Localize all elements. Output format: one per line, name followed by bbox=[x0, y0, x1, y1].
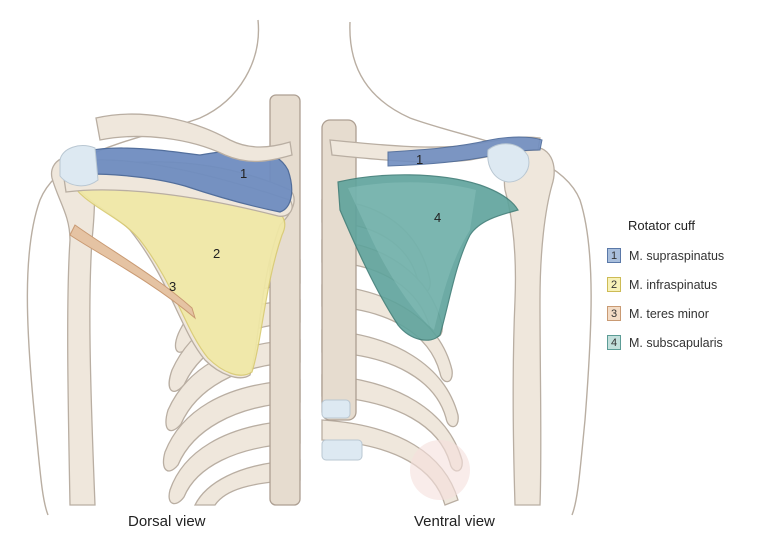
dorsal-teres-minor bbox=[69, 224, 196, 320]
ventral-view-skeleton bbox=[321, 119, 555, 506]
marker-dorsal-3: 3 bbox=[169, 279, 176, 294]
legend-item-supraspinatus: 1 M. supraspinatus bbox=[607, 241, 724, 270]
legend-title: Rotator cuff bbox=[628, 218, 695, 233]
body-outline bbox=[26, 19, 592, 516]
legend: Rotator cuff 1 M. supraspinatus 2 M. inf… bbox=[607, 218, 724, 357]
ventral-view-label: Ventral view bbox=[414, 513, 495, 530]
legend-label: M. supraspinatus bbox=[629, 248, 725, 263]
legend-item-subscapularis: 4 M. subscapularis bbox=[607, 328, 724, 357]
dorsal-supraspinatus bbox=[61, 147, 293, 213]
marker-ventral-1: 1 bbox=[416, 152, 423, 167]
legend-swatch: 4 bbox=[607, 335, 621, 350]
legend-item-teres-minor: 3 M. teres minor bbox=[607, 299, 724, 328]
legend-label: M. subscapularis bbox=[629, 335, 723, 350]
marker-dorsal-2: 2 bbox=[213, 246, 220, 261]
legend-swatch: 1 bbox=[607, 248, 621, 263]
legend-swatch: 2 bbox=[607, 277, 621, 292]
legend-item-infraspinatus: 2 M. infraspinatus bbox=[607, 270, 724, 299]
legend-label: M. teres minor bbox=[629, 306, 709, 321]
marker-dorsal-1: 1 bbox=[240, 166, 247, 181]
legend-swatch: 3 bbox=[607, 306, 621, 321]
legend-label: M. infraspinatus bbox=[629, 277, 718, 292]
ventral-subscapularis bbox=[337, 174, 519, 341]
dorsal-view-label: Dorsal view bbox=[128, 513, 206, 530]
dorsal-view-skeleton bbox=[51, 94, 301, 506]
subscapularis-highlight bbox=[348, 182, 476, 330]
marker-ventral-4: 4 bbox=[434, 210, 441, 225]
